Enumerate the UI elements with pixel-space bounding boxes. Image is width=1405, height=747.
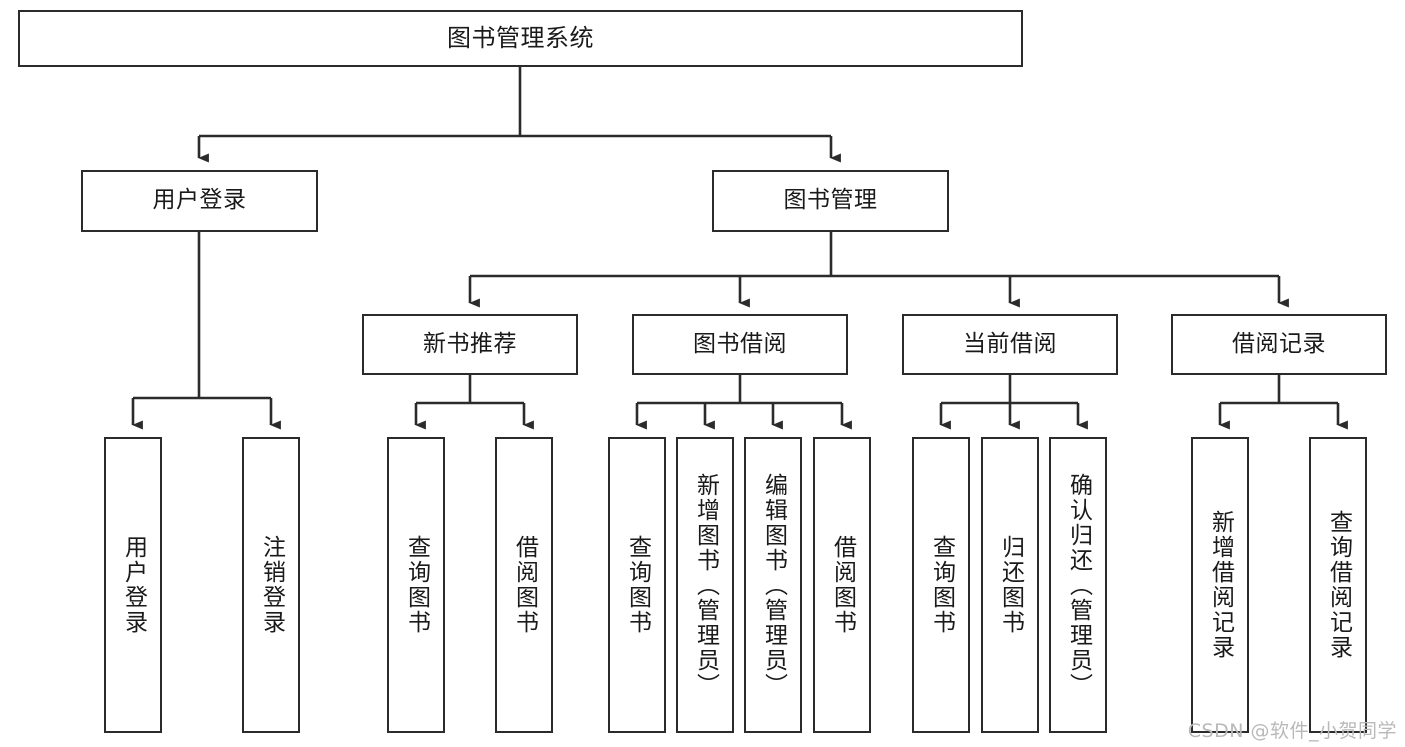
- leaf-query-record[interactable]: 查询借阅记录: [1309, 437, 1367, 733]
- node-label: 用户登录: [152, 187, 247, 214]
- leaf-query-book-1[interactable]: 查询图书: [387, 437, 445, 733]
- node-current-borrow[interactable]: 当前借阅: [902, 314, 1118, 375]
- node-label: 新书推荐: [423, 330, 517, 357]
- leaf-return-book[interactable]: 归还图书: [981, 437, 1039, 733]
- leaf-borrow-book-2[interactable]: 借阅图书: [813, 437, 871, 733]
- node-label: 查询图书: [624, 535, 651, 635]
- node-label: 查询图书: [928, 535, 955, 635]
- node-label: 借阅图书: [511, 535, 538, 635]
- watermark: CSDN @软件_小贺同学: [1187, 720, 1397, 742]
- node-label: 新增借阅记录: [1207, 510, 1234, 660]
- node-label: 当前借阅: [963, 330, 1057, 357]
- node-label: 查询借阅记录: [1325, 510, 1352, 660]
- node-label: 用户登录: [120, 535, 147, 635]
- leaf-add-record[interactable]: 新增借阅记录: [1191, 437, 1249, 733]
- node-new-book-recommend[interactable]: 新书推荐: [362, 314, 578, 375]
- node-label: 图书管理系统: [447, 24, 594, 53]
- leaf-query-book-2[interactable]: 查询图书: [608, 437, 666, 733]
- node-label: 归还图书: [997, 535, 1024, 635]
- leaf-query-book-3[interactable]: 查询图书: [912, 437, 970, 733]
- node-label: 图书管理: [783, 187, 878, 214]
- node-label: 注销登录: [258, 535, 285, 635]
- node-label: 借阅图书: [829, 535, 856, 635]
- node-label: 编辑图书（管理员）: [760, 472, 787, 698]
- leaf-logout-login[interactable]: 注销登录: [242, 437, 300, 733]
- node-label: 图书借阅: [693, 330, 787, 357]
- node-book-manage[interactable]: 图书管理: [712, 170, 949, 232]
- node-user-login[interactable]: 用户登录: [81, 170, 318, 232]
- node-label: 新增图书（管理员）: [692, 472, 719, 698]
- leaf-edit-book[interactable]: 编辑图书（管理员）: [744, 437, 802, 733]
- leaf-add-book[interactable]: 新增图书（管理员）: [676, 437, 734, 733]
- node-root-book-management-system[interactable]: 图书管理系统: [18, 10, 1023, 67]
- leaf-borrow-book-1[interactable]: 借阅图书: [495, 437, 553, 733]
- leaf-user-login[interactable]: 用户登录: [104, 437, 162, 733]
- leaf-confirm-return[interactable]: 确认归还（管理员）: [1049, 437, 1107, 733]
- node-label: 确认归还（管理员）: [1065, 472, 1092, 698]
- node-label: 借阅记录: [1232, 330, 1326, 357]
- node-borrow-record[interactable]: 借阅记录: [1171, 314, 1387, 375]
- node-label: 查询图书: [403, 535, 430, 635]
- node-book-borrow[interactable]: 图书借阅: [632, 314, 848, 375]
